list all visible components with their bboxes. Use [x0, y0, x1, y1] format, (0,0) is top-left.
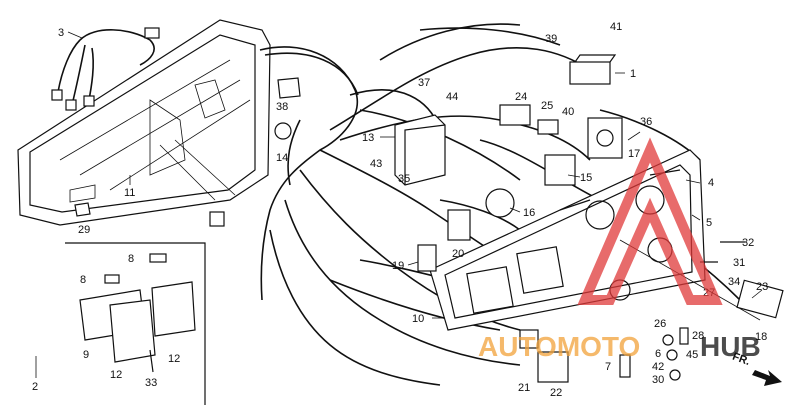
callout-8b: 8: [80, 274, 86, 286]
front-arrow-icon: [752, 370, 782, 386]
callout-24: 24: [515, 91, 527, 103]
callout-3: 3: [58, 27, 64, 39]
callout-21: 21: [518, 382, 530, 394]
callout-12b: 12: [168, 353, 180, 365]
callout-11: 11: [124, 187, 135, 199]
callout-13: 13: [362, 132, 374, 144]
callout-10: 10: [412, 313, 424, 325]
callout-32: 32: [742, 237, 754, 249]
callout-6: 6: [655, 348, 661, 360]
callout-labels: 1 2 3 4 5 6 7 8 8 9 10 11 12 12 13 14 15…: [32, 21, 768, 399]
callout-15: 15: [580, 172, 592, 184]
callout-20: 20: [452, 248, 464, 260]
callout-29: 29: [78, 224, 90, 236]
callout-39: 39: [545, 33, 557, 45]
inset-box: [65, 242, 206, 405]
callout-37: 37: [418, 77, 430, 89]
callout-17: 17: [628, 148, 640, 160]
callout-36: 36: [640, 116, 652, 128]
callout-34: 34: [728, 276, 740, 288]
callout-40: 40: [562, 106, 574, 118]
callout-19: 19: [392, 260, 404, 272]
callout-30: 30: [652, 374, 664, 386]
callout-4: 4: [708, 177, 714, 189]
callout-18: 18: [755, 331, 767, 343]
watermark-logo-icon: [577, 137, 723, 305]
callout-14: 14: [276, 152, 288, 164]
watermark: AUTOMOTO HUB: [478, 137, 761, 362]
callout-12a: 12: [110, 369, 122, 381]
callout-26: 26: [654, 318, 666, 330]
callout-23: 23: [756, 281, 768, 293]
front-label: FR.: [731, 351, 752, 368]
callout-35: 35: [398, 173, 410, 185]
callout-1: 1: [630, 68, 636, 80]
callout-45: 45: [686, 349, 698, 361]
instrument-housing: [17, 19, 271, 227]
callout-42: 42: [652, 361, 664, 373]
callout-28: 28: [692, 330, 704, 342]
watermark-text-part1: AUTOMOTO: [478, 331, 640, 362]
watermark-text-part2: HUB: [700, 331, 761, 362]
callout-38: 38: [276, 101, 288, 113]
callout-44: 44: [446, 91, 458, 103]
leader-lines: [35, 31, 763, 378]
components: [274, 54, 784, 383]
callout-9: 9: [83, 349, 89, 361]
callout-41: 41: [610, 21, 622, 33]
callout-5: 5: [706, 217, 712, 229]
callout-7: 7: [605, 361, 611, 373]
callout-16: 16: [523, 207, 535, 219]
callout-2: 2: [32, 381, 38, 393]
callout-25: 25: [541, 100, 553, 112]
callout-33: 33: [145, 377, 157, 389]
sub-harness-3: [51, 27, 160, 111]
callout-8a: 8: [128, 253, 134, 265]
front-direction-indicator: FR.: [731, 351, 782, 386]
callout-22: 22: [550, 387, 562, 399]
callout-31: 31: [733, 257, 745, 269]
callout-43: 43: [370, 158, 382, 170]
